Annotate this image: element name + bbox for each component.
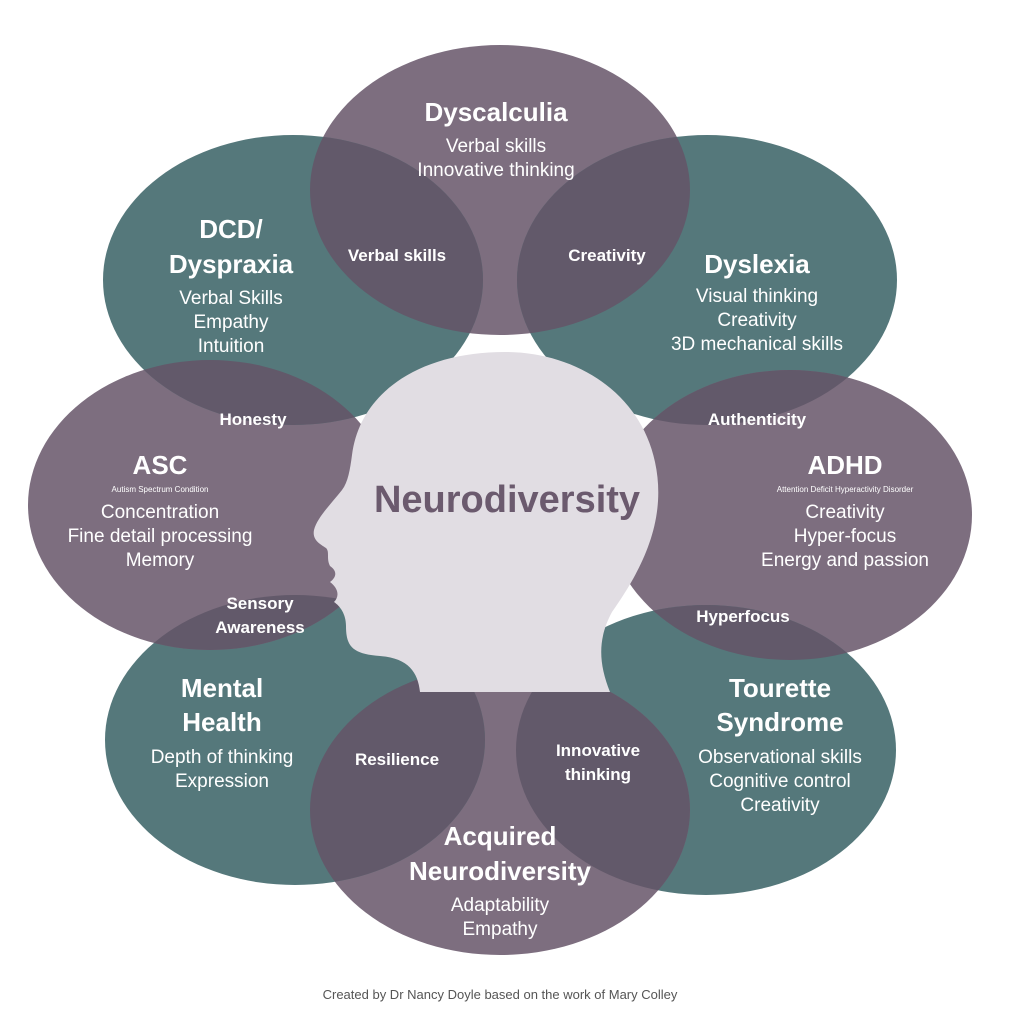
title-acquired-0: Acquired	[444, 821, 557, 851]
petal-adhd	[608, 370, 972, 660]
trait-asc-0: Concentration	[101, 502, 219, 523]
label-mental-health: Mental Health Depth of thinking Expressi…	[151, 673, 294, 792]
title-adhd-0: ADHD	[807, 450, 882, 480]
overlap-label-honesty: Honesty	[219, 410, 287, 429]
title-dcd-0: DCD/	[199, 214, 263, 244]
trait-acquired-0: Adaptability	[451, 895, 550, 916]
title-asc-0: ASC	[133, 450, 188, 480]
trait-dcd-1: Empathy	[194, 312, 269, 333]
trait-adhd-2: Energy and passion	[761, 550, 929, 571]
overlap-creativity	[517, 135, 690, 335]
trait-tourette-0: Observational skills	[698, 747, 862, 768]
title-dyscalculia-0: Dyscalculia	[424, 97, 568, 127]
overlap-label-resilience: Resilience	[355, 750, 439, 769]
overlap-label-authenticity: Authenticity	[708, 410, 807, 429]
label-dyscalculia: Dyscalculia Verbal skills Innovative thi…	[417, 97, 574, 181]
trait-mental-health-0: Depth of thinking	[151, 747, 294, 768]
subtitle-asc: Autism Spectrum Condition	[112, 485, 209, 494]
title-tourette-1: Syndrome	[716, 707, 843, 737]
title-mental-health-0: Mental	[181, 673, 263, 703]
trait-asc-2: Memory	[126, 550, 195, 571]
credit-text: Created by Dr Nancy Doyle based on the w…	[323, 987, 678, 1002]
petal-asc	[28, 360, 392, 650]
trait-dcd-0: Verbal Skills	[179, 288, 283, 309]
overlap-label-innovative-1: thinking	[565, 765, 631, 784]
trait-adhd-1: Hyper-focus	[794, 526, 896, 547]
center-title: Neurodiversity	[374, 479, 640, 521]
trait-dcd-2: Intuition	[198, 336, 265, 357]
label-acquired: Acquired Neurodiversity Adaptability Emp…	[409, 821, 592, 940]
trait-tourette-2: Creativity	[740, 795, 820, 816]
title-acquired-1: Neurodiversity	[409, 856, 592, 886]
overlap-verbal-skills	[310, 135, 483, 335]
overlap-label-hyperfocus: Hyperfocus	[696, 607, 790, 626]
title-dyslexia-0: Dyslexia	[704, 249, 810, 279]
trait-dyslexia-0: Visual thinking	[696, 286, 818, 307]
subtitle-adhd: Attention Deficit Hyperactivity Disorder	[777, 485, 914, 494]
overlap-label-verbal-skills: Verbal skills	[348, 246, 446, 265]
trait-adhd-0: Creativity	[805, 502, 885, 523]
trait-dyscalculia-0: Verbal skills	[446, 136, 546, 157]
trait-mental-health-1: Expression	[175, 771, 269, 792]
label-tourette: Tourette Syndrome Observational skills C…	[698, 673, 862, 816]
title-dcd-1: Dyspraxia	[169, 249, 294, 279]
title-tourette-0: Tourette	[729, 673, 831, 703]
label-asc: ASC Autism Spectrum Condition Concentrat…	[68, 450, 253, 571]
title-mental-health-1: Health	[182, 707, 261, 737]
trait-dyscalculia-1: Innovative thinking	[417, 160, 574, 181]
trait-tourette-1: Cognitive control	[709, 771, 851, 792]
trait-asc-1: Fine detail processing	[68, 526, 253, 547]
overlap-label-creativity: Creativity	[568, 246, 646, 265]
head-silhouette-icon	[313, 352, 659, 692]
trait-dyslexia-2: 3D mechanical skills	[671, 334, 843, 355]
label-adhd: ADHD Attention Deficit Hyperactivity Dis…	[761, 450, 929, 571]
overlap-label-sensory-1: Awareness	[215, 618, 304, 637]
overlap-label-innovative-0: Innovative	[556, 741, 640, 760]
label-dyslexia: Dyslexia Visual thinking Creativity 3D m…	[671, 249, 843, 355]
trait-dyslexia-1: Creativity	[717, 310, 797, 331]
trait-acquired-1: Empathy	[463, 919, 538, 940]
overlap-label-sensory-0: Sensory	[226, 594, 294, 613]
label-dcd: DCD/ Dyspraxia Verbal Skills Empathy Int…	[169, 214, 294, 357]
